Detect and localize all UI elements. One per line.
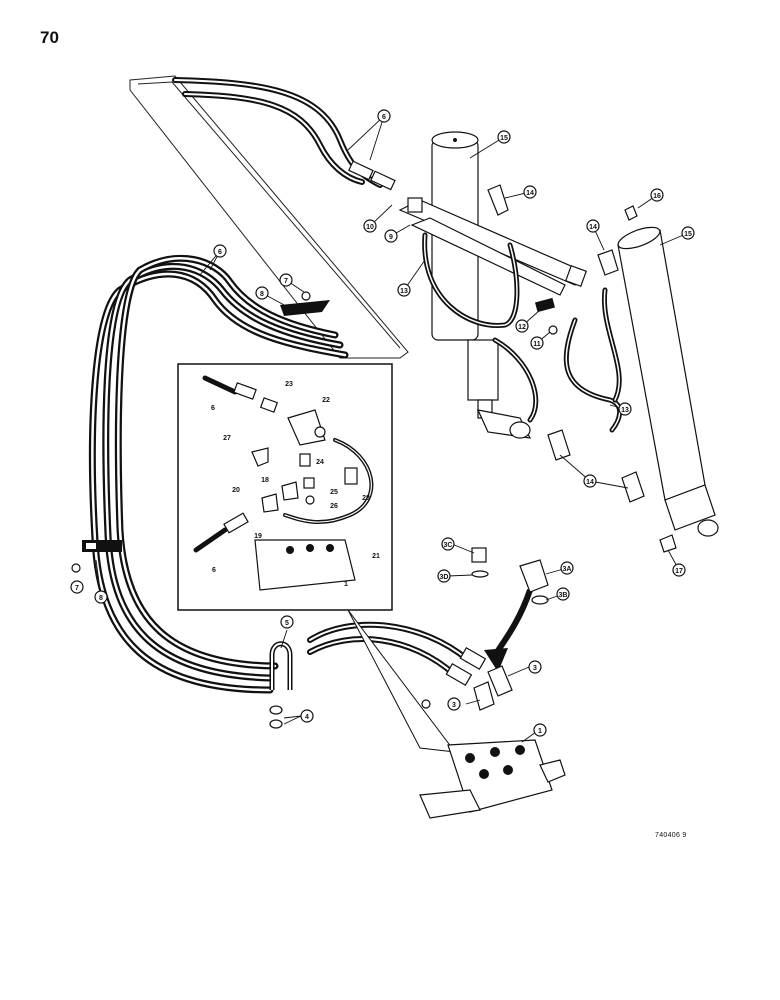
callout-16: 16	[650, 188, 664, 202]
inset-label-27: 27	[223, 435, 231, 442]
callout-14-top: 14	[523, 185, 537, 199]
inset-label-19: 19	[254, 533, 262, 540]
svg-text:14: 14	[586, 479, 594, 486]
window-frame	[129, 75, 409, 359]
arrow	[484, 589, 533, 672]
inset-label-26: 26	[330, 503, 338, 510]
callout-15-left: 15	[497, 130, 511, 144]
callout-1: 1	[533, 723, 547, 737]
upper-hoses	[172, 77, 396, 191]
inset-label-28: 28	[362, 495, 370, 502]
callout-13-right: 13	[618, 402, 632, 416]
callout-12: 12	[515, 319, 529, 333]
callout-3D: 3D	[437, 569, 451, 583]
hose-clamp	[71, 540, 122, 573]
callout-3-right: 3	[528, 660, 542, 674]
inset-pointer	[347, 609, 457, 753]
svg-text:3B: 3B	[559, 592, 568, 599]
small-parts	[280, 291, 558, 335]
control-valve	[419, 739, 566, 819]
inset-label-1: 1	[344, 581, 348, 588]
u-bolt	[269, 641, 293, 729]
inset-label-24: 24	[316, 459, 324, 466]
right-cylinder	[617, 226, 719, 537]
callout-13-left: 13	[397, 283, 411, 297]
elbow-fittings	[487, 184, 677, 553]
callout-15-right: 15	[681, 226, 695, 240]
svg-text:14: 14	[526, 190, 534, 197]
inset-label-6a: 6	[211, 405, 215, 412]
svg-text:13: 13	[400, 288, 408, 295]
callout-14-right: 14	[586, 219, 600, 233]
svg-text:14: 14	[589, 224, 597, 231]
inset-label-20: 20	[232, 487, 240, 494]
loop-hoses	[88, 254, 349, 694]
inset-label-22: 22	[322, 397, 330, 404]
cylinder-hoses	[422, 232, 623, 433]
callout-11: 11	[530, 336, 544, 350]
callout-8-top: 8	[255, 286, 269, 300]
svg-text:8: 8	[260, 291, 264, 298]
svg-text:13: 13	[621, 407, 629, 414]
inset-label-18: 18	[261, 477, 269, 484]
svg-text:15: 15	[684, 231, 692, 238]
svg-text:7: 7	[75, 585, 79, 592]
page-number: 70	[40, 28, 59, 47]
svg-text:7: 7	[284, 278, 288, 285]
svg-text:3D: 3D	[440, 574, 449, 581]
callout-3B: 3B	[556, 587, 570, 601]
lower-hoses	[307, 621, 487, 687]
inset-label-23: 23	[285, 381, 293, 388]
callout-3C: 3C	[441, 537, 455, 551]
svg-text:16: 16	[653, 193, 661, 200]
svg-text:17: 17	[675, 568, 683, 575]
callout-17: 17	[672, 563, 686, 577]
callout-6-loop: 6	[213, 244, 227, 258]
svg-text:10: 10	[366, 224, 374, 231]
svg-text:6: 6	[218, 249, 222, 256]
svg-text:4: 4	[305, 714, 309, 721]
inset-label-21: 21	[372, 553, 380, 560]
callout-9: 9	[384, 229, 398, 243]
callout-6-top: 6	[377, 109, 391, 123]
callout-5: 5	[280, 615, 294, 629]
drawing-code: 740406 9	[655, 832, 687, 839]
inset-label-6b: 6	[212, 567, 216, 574]
inset-detail: 6 23 22 27 24 18 20 25 26 28 19 21 6 1	[177, 363, 393, 611]
svg-text:5: 5	[285, 620, 289, 627]
callout-10: 10	[363, 219, 377, 233]
inset-label-25: 25	[330, 489, 338, 496]
svg-text:3A: 3A	[563, 566, 572, 573]
callout-8-left: 8	[94, 590, 108, 604]
callout-7-left: 7	[70, 580, 84, 594]
svg-text:11: 11	[533, 341, 541, 348]
callout-3-left: 3	[447, 697, 461, 711]
svg-text:1: 1	[538, 728, 542, 735]
svg-text:3: 3	[452, 702, 456, 709]
fittings-3	[421, 547, 549, 711]
callout-14-bottom: 14	[583, 474, 597, 488]
steel-tubes	[398, 197, 588, 296]
svg-text:3: 3	[533, 665, 537, 672]
svg-text:12: 12	[518, 324, 526, 331]
callout-3A: 3A	[560, 561, 574, 575]
svg-text:15: 15	[500, 135, 508, 142]
callout-4: 4	[300, 709, 314, 723]
svg-text:9: 9	[389, 234, 393, 241]
svg-text:3C: 3C	[444, 542, 453, 549]
callout-7-top: 7	[279, 273, 293, 287]
svg-text:6: 6	[382, 114, 386, 121]
svg-text:8: 8	[99, 595, 103, 602]
